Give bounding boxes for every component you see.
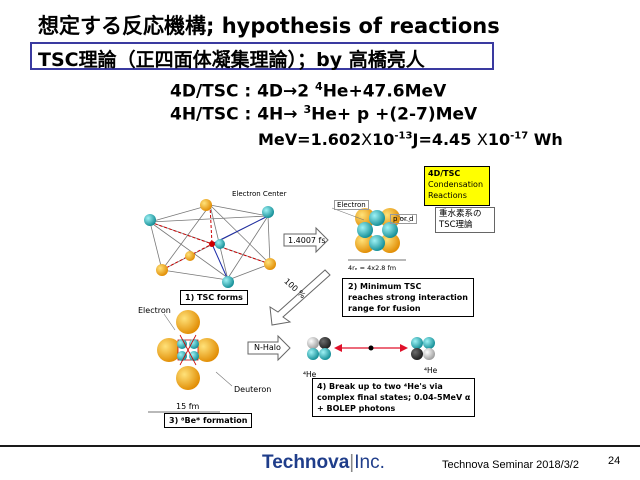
- fm15-label: 15 fm: [176, 402, 200, 411]
- eq2-rest: He+ p +(2-7)MeV: [311, 104, 478, 125]
- page-number: 24: [608, 455, 621, 467]
- eq3-e: Wh: [528, 130, 563, 149]
- pd-label: p or d: [390, 214, 417, 224]
- tsc-box-line3: Reactions: [428, 191, 467, 200]
- time-label: 1.4007 fs: [288, 236, 326, 245]
- eq3-d: 10: [487, 130, 511, 149]
- tsc-jp-line2: TSC理論: [439, 220, 473, 230]
- electron-center-label: Electron Center: [232, 190, 287, 198]
- step4-line1: 4) Break up to two ⁴He's via: [317, 382, 443, 391]
- step2-box: 2) Minimum TSC reaches strong interactio…: [342, 278, 474, 317]
- eq2-sup: 3: [303, 103, 312, 116]
- be8-graphic: [148, 310, 233, 413]
- he4-pair-graphic: [307, 337, 435, 360]
- step4-box: 4) Break up to two ⁴He's via complex fin…: [312, 378, 476, 417]
- arrow-right-2: [247, 334, 291, 362]
- slide-title: 想定する反応機構; hypothesis of reactions: [38, 14, 500, 38]
- logo-inc: Inc.: [354, 452, 385, 473]
- equation-energy: MeV=1.602X10-13J=4.45 X10-17 Wh: [258, 130, 563, 149]
- tsc-jp-box: 重水素系の TSC理論: [435, 207, 495, 233]
- slide-subtitle: TSC理論（正四面体凝集理論）；by 高橋亮人: [38, 49, 425, 71]
- tsc-box-line2: Condensation: [428, 180, 484, 189]
- arrow-right-1: [283, 226, 329, 254]
- eq3-a: MeV=1.602: [258, 130, 362, 149]
- equation-4d: 4D/TSC : 4D→2 4He+47.6MeV: [170, 80, 446, 102]
- step2-line1: 2) Minimum TSC: [348, 282, 422, 291]
- eq2-part: 4H/TSC : 4H→: [170, 104, 304, 125]
- step3-label: 3) ⁸Be* formation: [164, 413, 253, 428]
- step2-line3: range for fusion: [348, 304, 421, 313]
- seminar-label: Technova Seminar 2018/3/2: [442, 459, 579, 471]
- radius-label: 4rₑ = 4x2.8 fm: [348, 264, 397, 272]
- he4-left-label: ⁴He: [303, 370, 317, 379]
- eq3-x2: X: [476, 130, 488, 149]
- arrow-diagonal: [269, 269, 331, 326]
- subtitle-box: [30, 42, 494, 70]
- footer-divider: [0, 445, 640, 447]
- logo-main: Technova: [262, 452, 350, 473]
- step1-label: 1) TSC forms: [180, 290, 248, 305]
- tetrahedron-graphic: [144, 199, 276, 288]
- nhalo-label: N-Halo: [254, 343, 281, 352]
- electron-left-label: Electron: [138, 306, 171, 315]
- eq3-sup2: -17: [510, 130, 529, 142]
- tsc-yellow-box: 4D/TSC Condensation Reactions: [424, 166, 490, 206]
- equation-4h: 4H/TSC : 4H→ 3He+ p +(2-7)MeV: [170, 103, 477, 125]
- step2-line2: reaches strong interaction: [348, 293, 468, 302]
- he4-right-label: ⁴He: [424, 366, 438, 375]
- technova-logo: Technova|Inc.: [262, 452, 385, 473]
- eq1-part: 4D/TSC : 4D→2: [170, 81, 316, 102]
- tsc-jp-line1: 重水素系の: [439, 209, 482, 219]
- eq1-sup: 4: [315, 80, 323, 93]
- step4-line2: complex final states; 0.04-5MeV α: [317, 393, 471, 402]
- step4-line3: + BOLEP photons: [317, 404, 396, 413]
- eq1-rest: He+47.6MeV: [322, 81, 447, 102]
- eq3-c: J=4.45: [412, 130, 477, 149]
- eq3-sup1: -13: [394, 130, 413, 142]
- tsc-box-line1: 4D/TSC: [428, 169, 461, 178]
- eq3-x1: X: [361, 130, 373, 149]
- deuteron-label: Deuteron: [234, 385, 272, 394]
- eq3-b: 10: [372, 130, 395, 149]
- electron-top-label: Electron: [334, 200, 369, 210]
